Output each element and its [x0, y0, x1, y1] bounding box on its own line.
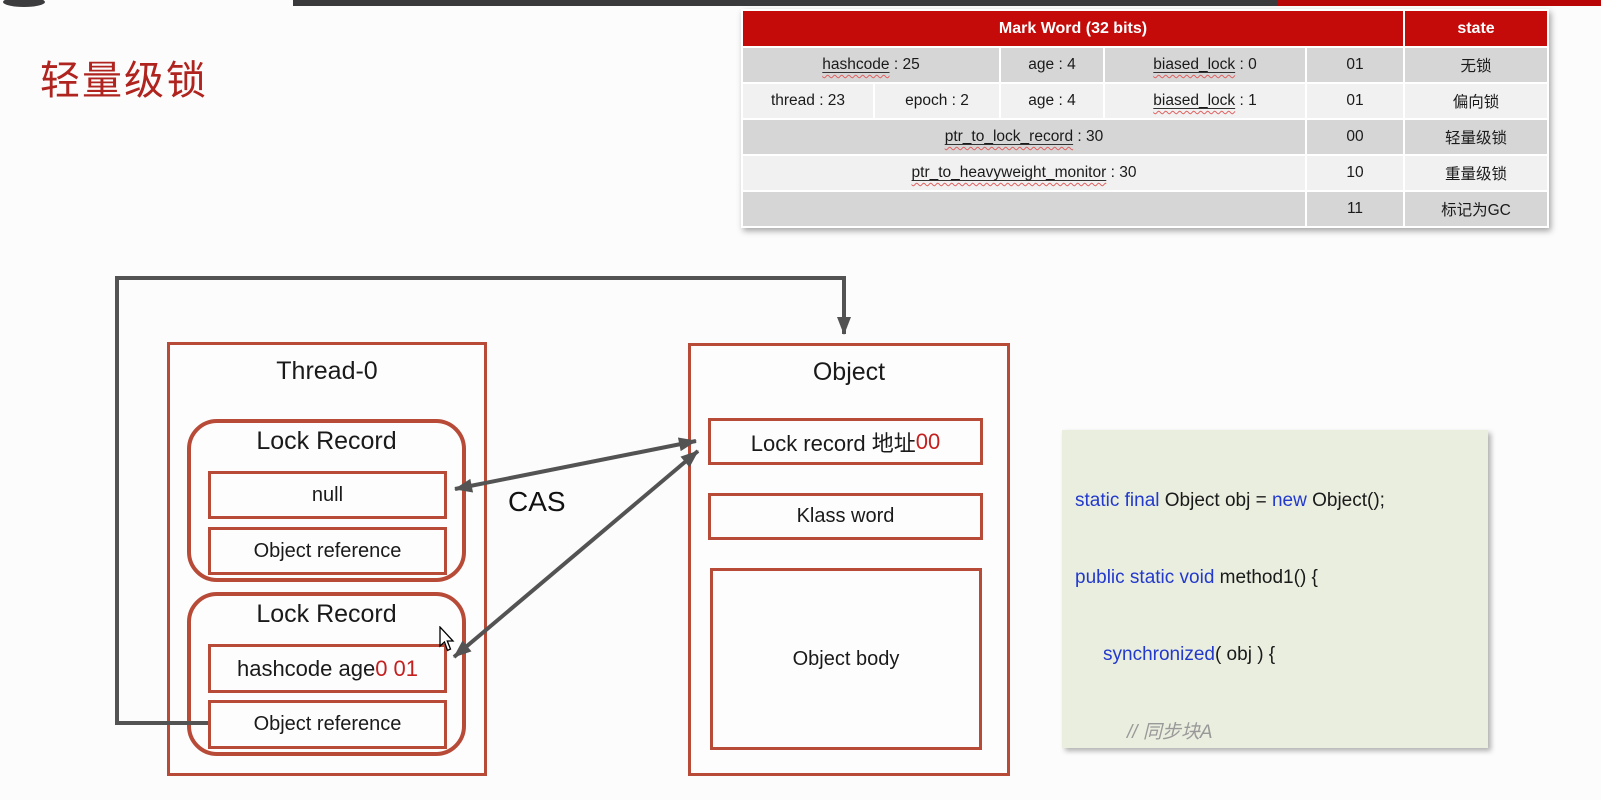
- cell-biased-lock: biased_lock : 1: [1105, 84, 1305, 118]
- underlined-token: ptr_to_lock_record: [944, 128, 1074, 145]
- code-line-comment: // 同步块A: [1127, 721, 1213, 743]
- mark-word-table: Mark Word (32 bits) state hashcode : 25 …: [741, 9, 1549, 228]
- cell-ptr-heavyweight-monitor: ptr_to_heavyweight_monitor : 30: [743, 156, 1305, 190]
- thread-box: Thread-0 Lock Record null Object referen…: [167, 342, 487, 776]
- underlined-token: biased_lock: [1153, 56, 1236, 73]
- cell-state: 轻量级锁: [1405, 120, 1547, 154]
- object-box-title: Object: [812, 358, 886, 386]
- table-row-heavyweight: ptr_to_heavyweight_monitor : 30 10 重量级锁: [743, 156, 1547, 190]
- table-row-biased: thread : 23 epoch : 2 age : 4 biased_loc…: [743, 84, 1547, 118]
- lock-record-2-object-reference-slot: Object reference: [208, 700, 447, 749]
- cell-state: 重量级锁: [1405, 156, 1547, 190]
- top-bar-red: [1277, 0, 1601, 6]
- cell-state: 标记为GC: [1405, 192, 1547, 226]
- cas-arrow-hashcode-to-markword: [452, 449, 700, 659]
- table-header-row: Mark Word (32 bits) state: [743, 11, 1547, 46]
- lock-record-1: Lock Record null Object reference: [187, 419, 466, 582]
- cell-bits: 11: [1307, 192, 1403, 226]
- code-block: static final Object obj = new Object(); …: [1062, 430, 1488, 800]
- object-klass-word-slot: Klass word: [708, 493, 983, 540]
- code-line: static final Object obj = new Object();: [1075, 489, 1385, 511]
- object-mark-word-slot: Lock record 地址 00: [708, 418, 983, 465]
- underlined-token: biased_lock: [1153, 92, 1236, 109]
- thread-box-title: Thread-0: [276, 357, 378, 385]
- cell-age: age : 4: [1001, 48, 1103, 82]
- table-row-lightweight: ptr_to_lock_record : 30 00 轻量级锁: [743, 120, 1547, 154]
- cell-age: age : 4: [1001, 84, 1103, 118]
- object-box: Object Lock record 地址 00 Klass word Obje…: [688, 343, 1010, 776]
- lock-bits-value: 00: [915, 428, 941, 454]
- cell-hashcode: hashcode : 25: [743, 48, 999, 82]
- underlined-token: ptr_to_heavyweight_monitor: [911, 164, 1107, 181]
- lock-record-title: Lock Record: [256, 427, 397, 455]
- cell-biased-lock: biased_lock : 0: [1105, 48, 1305, 82]
- code-line: public static void method1() {: [1075, 566, 1318, 588]
- top-bar-dark: [293, 0, 1277, 6]
- cell-bits: 10: [1307, 156, 1403, 190]
- cas-label: CAS: [508, 486, 566, 517]
- page-title: 轻量级锁: [40, 59, 208, 103]
- cell-ptr-lock-record: ptr_to_lock_record : 30: [743, 120, 1305, 154]
- cell-bits: 01: [1307, 84, 1403, 118]
- lock-record-2: Lock Record hashcode age 0 01 Object ref…: [187, 592, 466, 756]
- cell-bits: 01: [1307, 48, 1403, 82]
- state-header: state: [1405, 11, 1547, 46]
- lock-bits-value: 0 01: [375, 655, 419, 681]
- table-row-no-lock: hashcode : 25 age : 4 biased_lock : 0 01…: [743, 48, 1547, 82]
- cell-state: 偏向锁: [1405, 84, 1547, 118]
- object-body-slot: Object body: [710, 568, 982, 750]
- cas-arrow-null-to-markword: [454, 437, 697, 493]
- logo-blob: [3, 0, 45, 7]
- cell-state: 无锁: [1405, 48, 1547, 82]
- underlined-token: hashcode: [822, 56, 890, 73]
- cell-bits: 00: [1307, 120, 1403, 154]
- cell-epoch: epoch : 2: [875, 84, 999, 118]
- table-row-gc: 11 标记为GC: [743, 192, 1547, 226]
- cell-empty: [743, 192, 1305, 226]
- cell-thread: thread : 23: [743, 84, 873, 118]
- code-line: synchronized( obj ) {: [1103, 644, 1276, 666]
- mouse-cursor-icon: [439, 626, 455, 652]
- lock-record-1-mark-word-slot: null: [208, 471, 447, 519]
- lock-record-2-mark-word-slot: hashcode age 0 01: [208, 644, 447, 693]
- lock-record-1-object-reference-slot: Object reference: [208, 527, 447, 575]
- lock-record-title: Lock Record: [256, 600, 397, 628]
- mark-word-header: Mark Word (32 bits): [743, 11, 1403, 46]
